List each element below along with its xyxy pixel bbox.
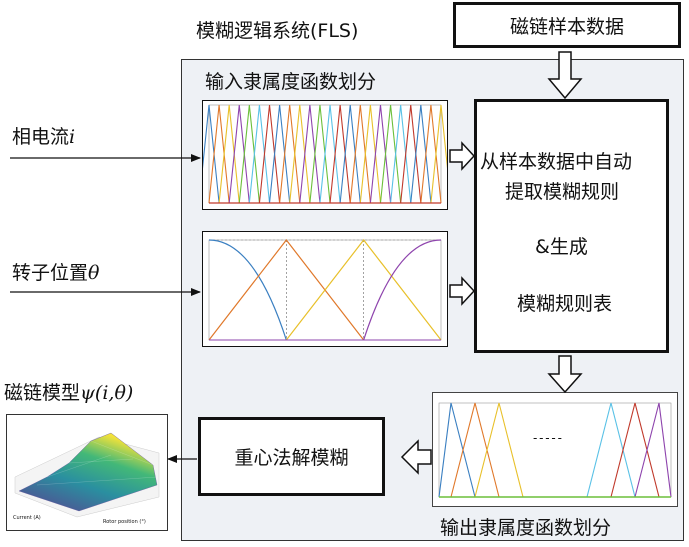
- rule-generation-box: 从样本数据中自动 提取模糊规则 &生成 模糊规则表: [474, 99, 669, 353]
- mf1-triangle: [369, 104, 392, 204]
- mf1-triangle: [359, 104, 382, 204]
- mf1-triangle: [208, 104, 230, 204]
- input-mf-chart-rotor: [202, 231, 448, 347]
- mf1-triangle: [420, 104, 442, 204]
- mf1-triangle: [430, 104, 447, 204]
- mf1-triangle: [339, 104, 361, 204]
- defuzzification-box: 重心法解模糊: [198, 417, 385, 496]
- mf1-triangle: [248, 104, 271, 204]
- rule-line-4: 模糊规则表: [517, 293, 613, 315]
- mf1-triangle: [279, 104, 301, 204]
- surface-y-axis-label: Rotor position (°): [103, 519, 146, 525]
- mf1-triangle: [228, 104, 250, 204]
- output-mf-chart: - - - - -: [432, 392, 678, 507]
- mf1-triangle: [329, 104, 351, 204]
- input-mf-label: 输入隶属度函数划分: [205, 71, 377, 93]
- mf3-triangle: [450, 402, 500, 498]
- output-mf-label: 输出隶属度函数划分: [440, 517, 612, 539]
- mf2-curve: [208, 239, 287, 341]
- phase-current-label: 相电流i: [12, 122, 75, 149]
- mf1-triangle: [390, 104, 412, 204]
- mf1-triangle: [238, 104, 260, 204]
- mf1-triangle: [379, 104, 402, 204]
- phase-current-symbol: i: [69, 126, 76, 148]
- flux-surface-plot: Current (A) Rotor position (°): [6, 414, 168, 531]
- mf2-curve: [208, 239, 365, 341]
- mf1-triangle: [299, 104, 321, 204]
- mf2-curve: [363, 239, 442, 341]
- mf1-triangle: [400, 104, 422, 204]
- rule-line-3: &生成: [535, 236, 588, 258]
- surface-x-axis-label: Current (A): [13, 515, 41, 521]
- output-ellipsis: - - - - -: [533, 431, 562, 445]
- current-mf-plot: [203, 104, 447, 204]
- rotor-position-label: 转子位置θ: [12, 258, 99, 285]
- mf3-triangle: [474, 402, 524, 498]
- mf1-triangle: [268, 104, 291, 204]
- mf1-triangle: [349, 104, 371, 204]
- flux-model-label: 磁链模型ψ(i,θ): [4, 378, 133, 405]
- mf3-triangle: [610, 402, 660, 498]
- rule-line-1: 从样本数据中自动: [480, 151, 633, 173]
- mf1-triangle: [258, 104, 281, 204]
- rotor-position-text: 转子位置: [12, 262, 89, 284]
- rotor-mf-plot: [208, 239, 442, 341]
- mf1-triangle: [203, 104, 220, 204]
- mf1-triangle: [218, 104, 240, 204]
- output-mf-plot: [438, 402, 672, 498]
- mf1-triangle: [289, 104, 311, 204]
- rotor-position-symbol: θ: [88, 262, 100, 284]
- mf1-triangle: [410, 104, 432, 204]
- mf3-frame: [438, 402, 672, 498]
- mf2-curve: [285, 239, 442, 341]
- rule-line-2: 提取模糊规则: [505, 181, 620, 203]
- sample-data-box: 磁链样本数据: [453, 2, 681, 48]
- flux-model-symbol: ψ(i,θ): [80, 382, 134, 404]
- mf3-triangle: [438, 402, 476, 498]
- fls-title: 模糊逻辑系统(FLS): [196, 20, 359, 42]
- input-mf-chart-current: [202, 100, 448, 210]
- mf3-triangle: [586, 402, 636, 498]
- sample-data-label: 磁链样本数据: [509, 15, 624, 38]
- mf1-triangle: [309, 104, 331, 204]
- flux-model-text: 磁链模型: [4, 382, 81, 404]
- phase-current-text: 相电流: [12, 126, 70, 148]
- mf1-triangle: [319, 104, 341, 204]
- defuzz-label: 重心法解模糊: [234, 447, 349, 469]
- surface-graphic: [14, 432, 160, 518]
- mf3-triangle: [634, 402, 672, 498]
